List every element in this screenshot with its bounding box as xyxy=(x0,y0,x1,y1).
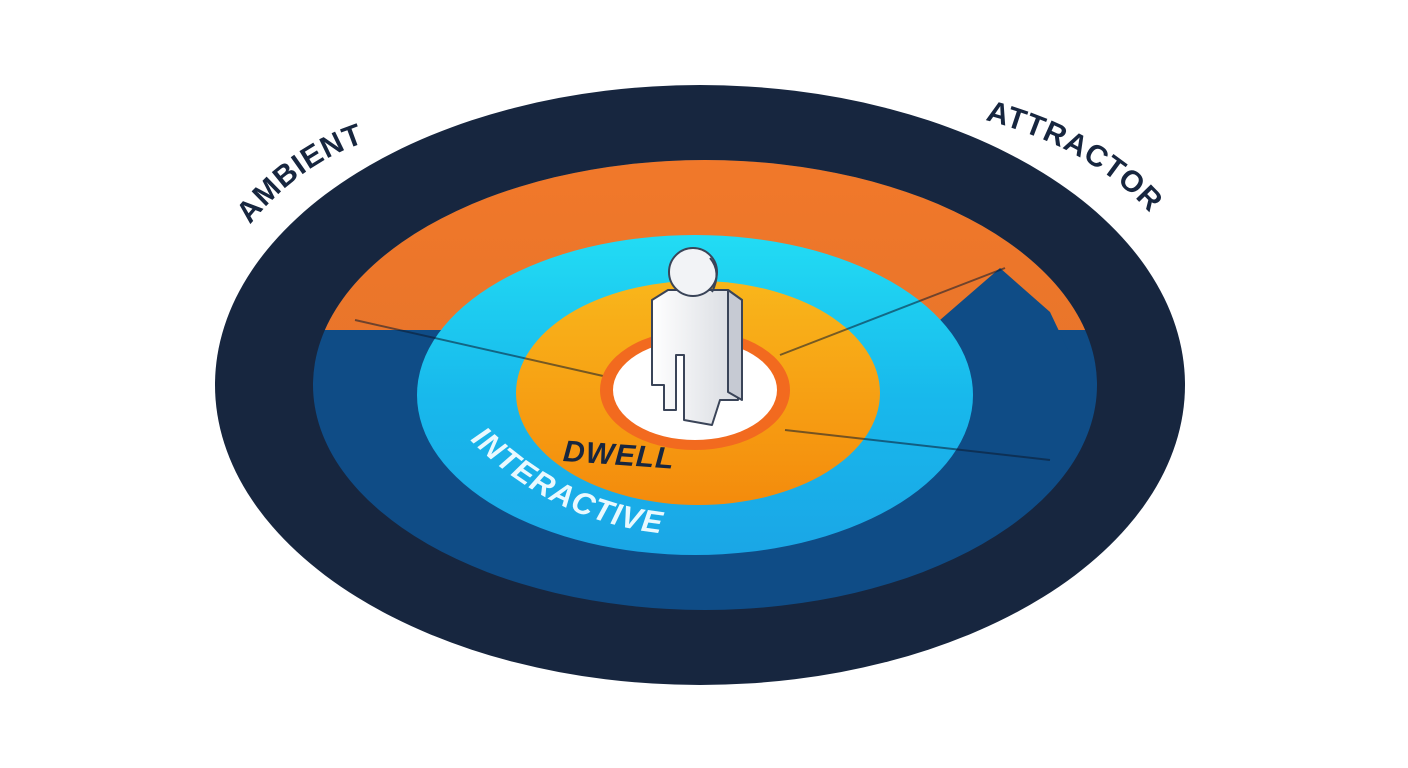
dwell-label: DWELL xyxy=(562,435,676,476)
person-icon xyxy=(651,247,743,426)
attractor-zone-wedge xyxy=(940,268,1068,350)
sector-dividers xyxy=(354,267,1051,461)
